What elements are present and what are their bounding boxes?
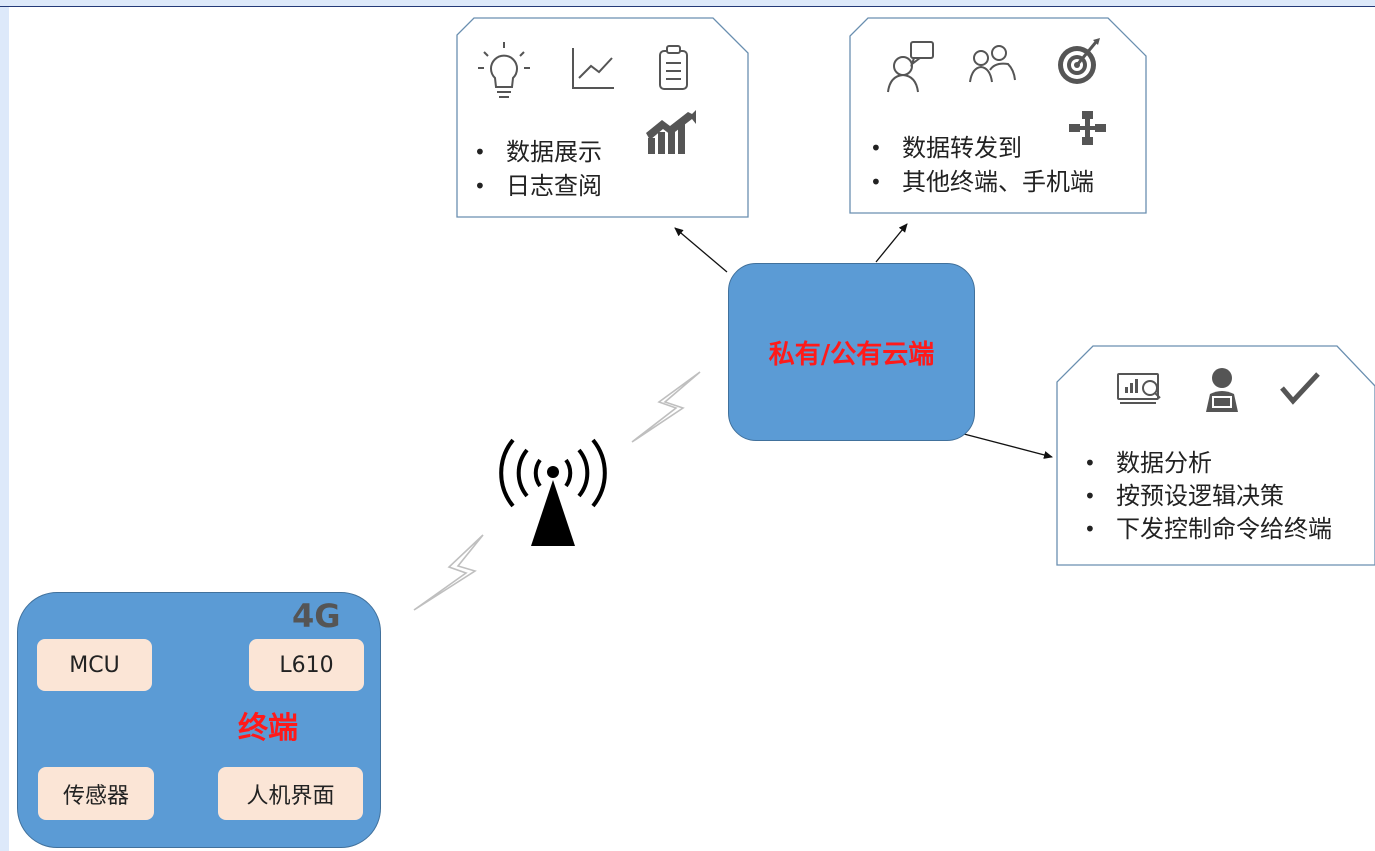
terminal-label: 终端 <box>238 711 298 746</box>
sensor-node: 传感器 <box>38 767 154 820</box>
users-group-icon <box>969 45 1016 83</box>
badge-4g-icon: 4G <box>292 597 341 635</box>
window-frame-left <box>0 0 9 851</box>
target-icon <box>1058 38 1100 84</box>
list-item: 数据分析 <box>1080 447 1332 480</box>
window-frame-top <box>0 0 1375 7</box>
arrow-cloud-analysis <box>955 428 1053 459</box>
display-card-list: 数据展示 日志查阅 <box>470 135 602 203</box>
person-laptop-icon <box>1206 368 1238 412</box>
cloud-node: 私有/公有云端 <box>728 263 975 441</box>
clipboard-icon <box>659 45 688 90</box>
l610-node: L610 <box>249 639 364 691</box>
forward-card-list: 数据转发到 其他终端、手机端 <box>866 131 1094 199</box>
cloud-label: 私有/公有云端 <box>768 339 935 370</box>
list-item: 数据展示 <box>470 135 602 169</box>
trending-bars-icon <box>646 110 696 154</box>
mcu-node: MCU <box>37 639 152 691</box>
arrow-cloud-to-display <box>674 227 728 273</box>
lightning-bolt-icon <box>631 371 701 443</box>
line-chart-icon <box>572 48 614 89</box>
hmi-node: 人机界面 <box>218 767 363 820</box>
lightning-bolt-icon <box>413 534 484 611</box>
monitor-chart-icon <box>1117 373 1161 404</box>
list-item: 数据转发到 <box>866 131 1094 165</box>
radio-tower-icon <box>499 438 607 546</box>
analysis-card-list: 数据分析 按预设逻辑决策 下发控制命令给终端 <box>1080 447 1332 546</box>
arrow-cloud-to-forward <box>875 223 908 263</box>
checkmark-icon <box>1280 372 1320 405</box>
list-item: 其他终端、手机端 <box>866 165 1094 199</box>
list-item: 按预设逻辑决策 <box>1080 480 1332 513</box>
list-item: 日志查阅 <box>470 169 602 203</box>
user-chat-icon <box>887 41 934 93</box>
list-item: 下发控制命令给终端 <box>1080 513 1332 546</box>
lightbulb-icon <box>478 42 530 98</box>
